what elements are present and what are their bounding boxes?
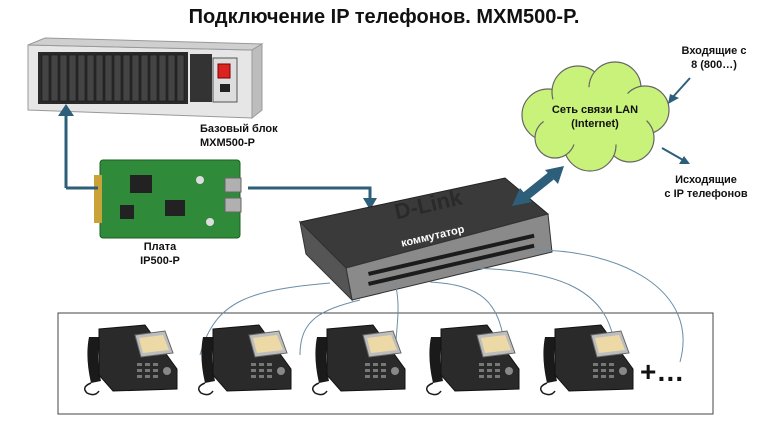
incoming-arrow-icon xyxy=(668,94,679,104)
lan-cloud xyxy=(521,61,670,172)
outgoing-arrow-icon xyxy=(679,156,690,164)
outgoing-label-line2: с IP телефонов xyxy=(664,188,748,200)
board-label-line2: IP500-P xyxy=(140,255,180,267)
outgoing-label-line1: Исходящие xyxy=(675,174,737,186)
ip-phone-icon xyxy=(540,324,634,396)
arrow-to-switch-icon xyxy=(363,198,377,210)
base-unit-label-line2: MXM500-P xyxy=(200,137,256,149)
arrow-to-base-icon xyxy=(58,104,74,116)
cloud-label-line2: (Internet) xyxy=(571,118,619,130)
base-unit-label: Базовый блок MXM500-P xyxy=(200,122,330,150)
base-unit-label-line1: Базовый блок xyxy=(200,123,278,135)
board-links xyxy=(64,112,372,200)
ip-phone-icon xyxy=(84,324,178,396)
incoming-arrow xyxy=(671,77,691,99)
incoming-label-line2: 8 (800…) xyxy=(691,59,737,71)
arrow-up-icon xyxy=(545,166,564,184)
incoming-label-line1: Входящие с xyxy=(681,45,747,57)
base-unit-rack xyxy=(27,37,264,120)
ip-phone-icon xyxy=(426,324,520,396)
outgoing-label: Исходящие с IP телефонов xyxy=(650,173,762,201)
more-phones-label: +… xyxy=(640,356,685,387)
board-label-line1: Плата xyxy=(143,241,177,253)
board-to-switch-line xyxy=(248,186,372,200)
ip500-board xyxy=(94,159,242,239)
switch-cloud-link xyxy=(512,166,564,206)
incoming-label: Входящие с 8 (800…) xyxy=(666,44,762,72)
outgoing-arrow xyxy=(661,147,684,161)
ip-phone-icon xyxy=(198,324,292,396)
ip-phone-icon xyxy=(312,324,406,396)
page-title: Подключение IP телефонов. MXM500-P. xyxy=(188,6,580,28)
board-label: Плата IP500-P xyxy=(120,240,200,268)
cloud-label: Сеть связи LAN (Internet) xyxy=(540,103,650,131)
network-switch xyxy=(298,177,553,302)
cloud-label-line1: Сеть связи LAN xyxy=(551,104,639,116)
arrow-down-icon xyxy=(512,188,532,206)
